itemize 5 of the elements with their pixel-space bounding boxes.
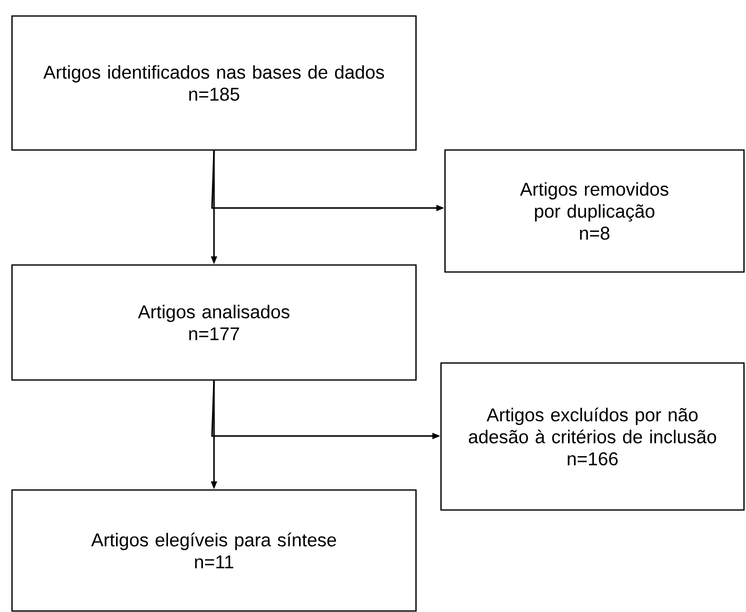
process-box: Artigos elegíveis para síntese n=11 [11,489,417,612]
process-box: Artigos excluídos por não adesão à critérios de inclusão n=166 [440,362,745,511]
process-box: Artigos removidos por duplicação n=8 [444,149,745,273]
process-box: Artigos identificados nas bases de dados n=185 [11,15,417,151]
process-box: Artigos analisados n=177 [11,264,417,381]
